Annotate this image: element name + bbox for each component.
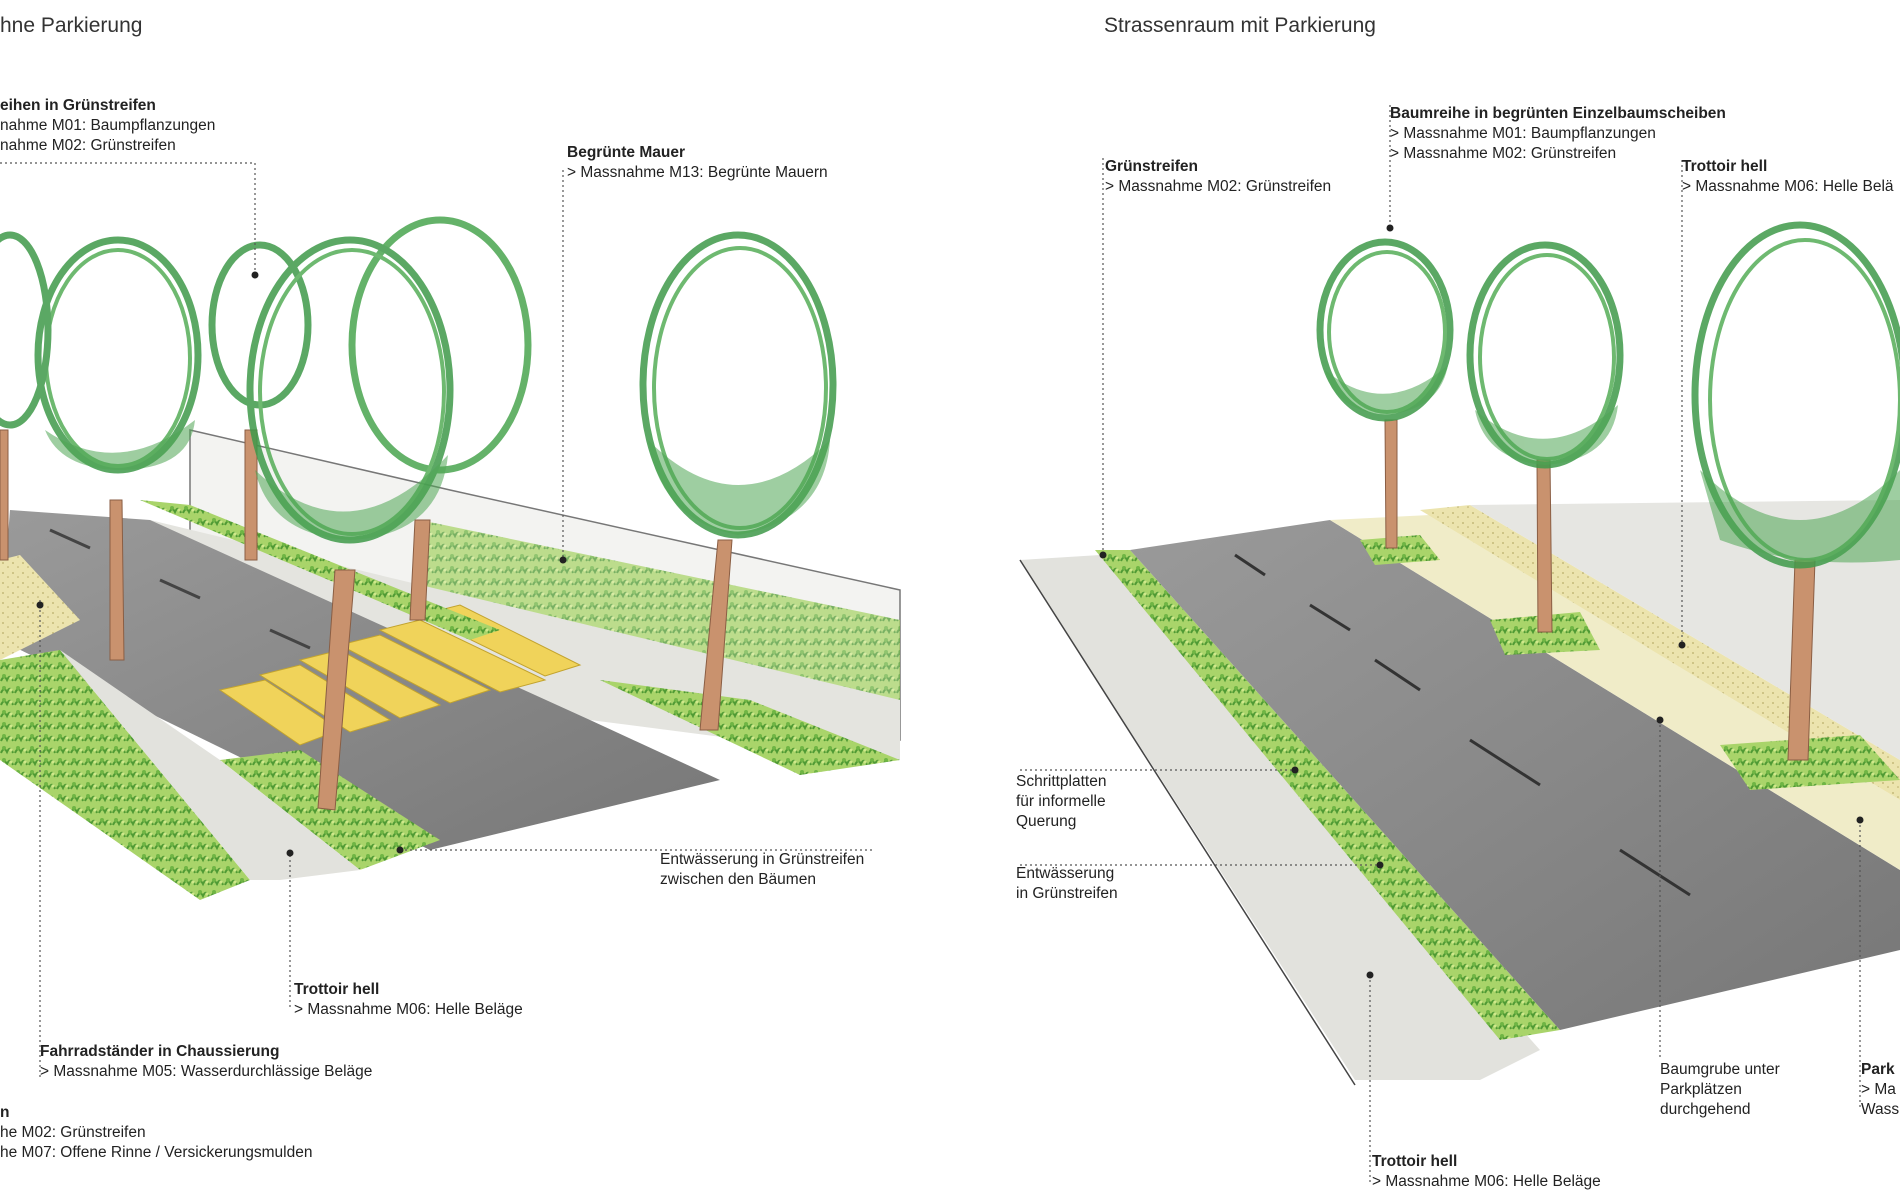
label-heading: Fahrradständer in Chaussierung	[40, 1043, 280, 1060]
label-baumreihen: eihen in Grünstreifen nahme M01: Baumpfl…	[0, 96, 215, 156]
label-line: für informelle	[1016, 793, 1106, 810]
right-tree-trunks	[1384, 419, 1816, 761]
label-line: Querung	[1016, 813, 1077, 830]
label-line: Schrittplatten	[1016, 773, 1107, 790]
left-front-shrubs	[0, 650, 250, 900]
label-gruenstreifen-bottom: n he M02: Grünstreifen he M07: Offene Ri…	[0, 1103, 312, 1163]
right-leader-dots	[1099, 224, 1864, 979]
label-line: he M02: Grünstreifen	[0, 1124, 146, 1141]
right-street-scene	[1019, 105, 1900, 1185]
label-heading: Baumreihe in begrünten Einzelbaumscheibe…	[1390, 105, 1726, 122]
label-heading: n	[0, 1104, 10, 1121]
right-sidewalk-left	[1020, 555, 1540, 1080]
label-line: > Massnahme M13: Begrünte Mauern	[567, 164, 828, 181]
label-line: > Ma	[1861, 1081, 1896, 1098]
right-road	[1130, 520, 1900, 1030]
label-trottoir-right-top: Trottoir hell > Massnahme M06: Helle Bel…	[1682, 157, 1894, 197]
label-begruente-mauer: Begrünte Mauer > Massnahme M13: Begrünte…	[567, 143, 828, 183]
label-line: durchgehend	[1660, 1101, 1751, 1118]
right-crown-shading	[1325, 365, 1900, 563]
label-line: > Massnahme M06: Helle Beläge	[1372, 1173, 1601, 1190]
label-line: Wass	[1861, 1101, 1900, 1118]
label-line: Entwässerung	[1016, 865, 1115, 882]
label-line: Entwässerung in Grünstreifen	[660, 851, 865, 868]
left-sidewalk-front	[60, 650, 360, 880]
left-green-strip-right	[600, 680, 900, 775]
label-line: > Massnahme M02: Grünstreifen	[1105, 178, 1332, 195]
right-curb-line	[1019, 559, 1356, 1086]
label-fahrradstaender: Fahrradständer in Chaussierung > Massnah…	[40, 1042, 372, 1082]
left-title: hne Parkierung	[0, 14, 143, 37]
left-road-markings	[49, 528, 311, 650]
label-heading: Begrünte Mauer	[567, 144, 685, 161]
left-leader-lines	[0, 162, 875, 1080]
label-heading: Trottoir hell	[294, 981, 380, 998]
label-line: nahme M01: Baumpflanzungen	[0, 117, 216, 134]
label-line: > Massnahme M06: Helle Belä	[1682, 178, 1894, 195]
label-line: > Massnahme M05: Wasserdurchlässige Belä…	[40, 1063, 373, 1080]
right-tree-pits	[1360, 535, 1900, 790]
left-street-scene	[0, 162, 901, 1080]
label-line: > Massnahme M06: Helle Beläge	[294, 1001, 523, 1018]
label-heading: Trottoir hell	[1372, 1153, 1458, 1170]
label-entwaesserung-left: Entwässerung in Grünstreifen zwischen de…	[660, 850, 864, 890]
label-line: Parkplätzen	[1660, 1081, 1742, 1098]
label-line: he M07: Offene Rinne / Versickerungsmuld…	[0, 1144, 313, 1161]
left-green-strip-center	[140, 500, 500, 640]
right-green-strip	[1095, 550, 1560, 1040]
label-heading: eihen in Grünstreifen	[0, 97, 156, 114]
label-entwaesserung-right: Entwässerung in Grünstreifen	[1016, 864, 1118, 904]
label-heading: Park	[1861, 1061, 1895, 1078]
label-gruenstreifen-right: Grünstreifen > Massnahme M02: Grünstreif…	[1105, 157, 1331, 197]
label-trottoir-left: Trottoir hell > Massnahme M06: Helle Bel…	[294, 980, 523, 1020]
right-road-markings	[1234, 553, 1691, 897]
label-line: Baumgrube unter	[1660, 1061, 1780, 1078]
right-leader-lines	[1020, 105, 1861, 1185]
label-line: zwischen den Bäumen	[660, 871, 816, 888]
label-line: nahme M02: Grünstreifen	[0, 137, 176, 154]
left-leader-dots	[36, 271, 567, 857]
label-baumgrube: Baumgrube unter Parkplätzen durchgehend	[1660, 1060, 1780, 1120]
left-green-strip-front	[220, 750, 440, 870]
label-trottoir-right-bottom: Trottoir hell > Massnahme M06: Helle Bel…	[1372, 1152, 1601, 1192]
left-crown-shading	[45, 420, 830, 540]
label-line: > Massnahme M01: Baumpflanzungen	[1390, 125, 1656, 142]
label-parkplaetze: Park > Ma Wass	[1861, 1060, 1899, 1120]
label-heading: Grünstreifen	[1105, 158, 1199, 175]
label-baumreihe-right: Baumreihe in begrünten Einzelbaumscheibe…	[1390, 104, 1726, 164]
left-tree-trunks	[0, 429, 733, 811]
label-line: in Grünstreifen	[1016, 885, 1118, 902]
label-schrittplatten: Schrittplatten für informelle Querung	[1016, 772, 1106, 832]
right-title: Strassenraum mit Parkierung	[1104, 14, 1376, 37]
label-heading: Trottoir hell	[1682, 158, 1768, 175]
label-line: > Massnahme M02: Grünstreifen	[1390, 145, 1617, 162]
